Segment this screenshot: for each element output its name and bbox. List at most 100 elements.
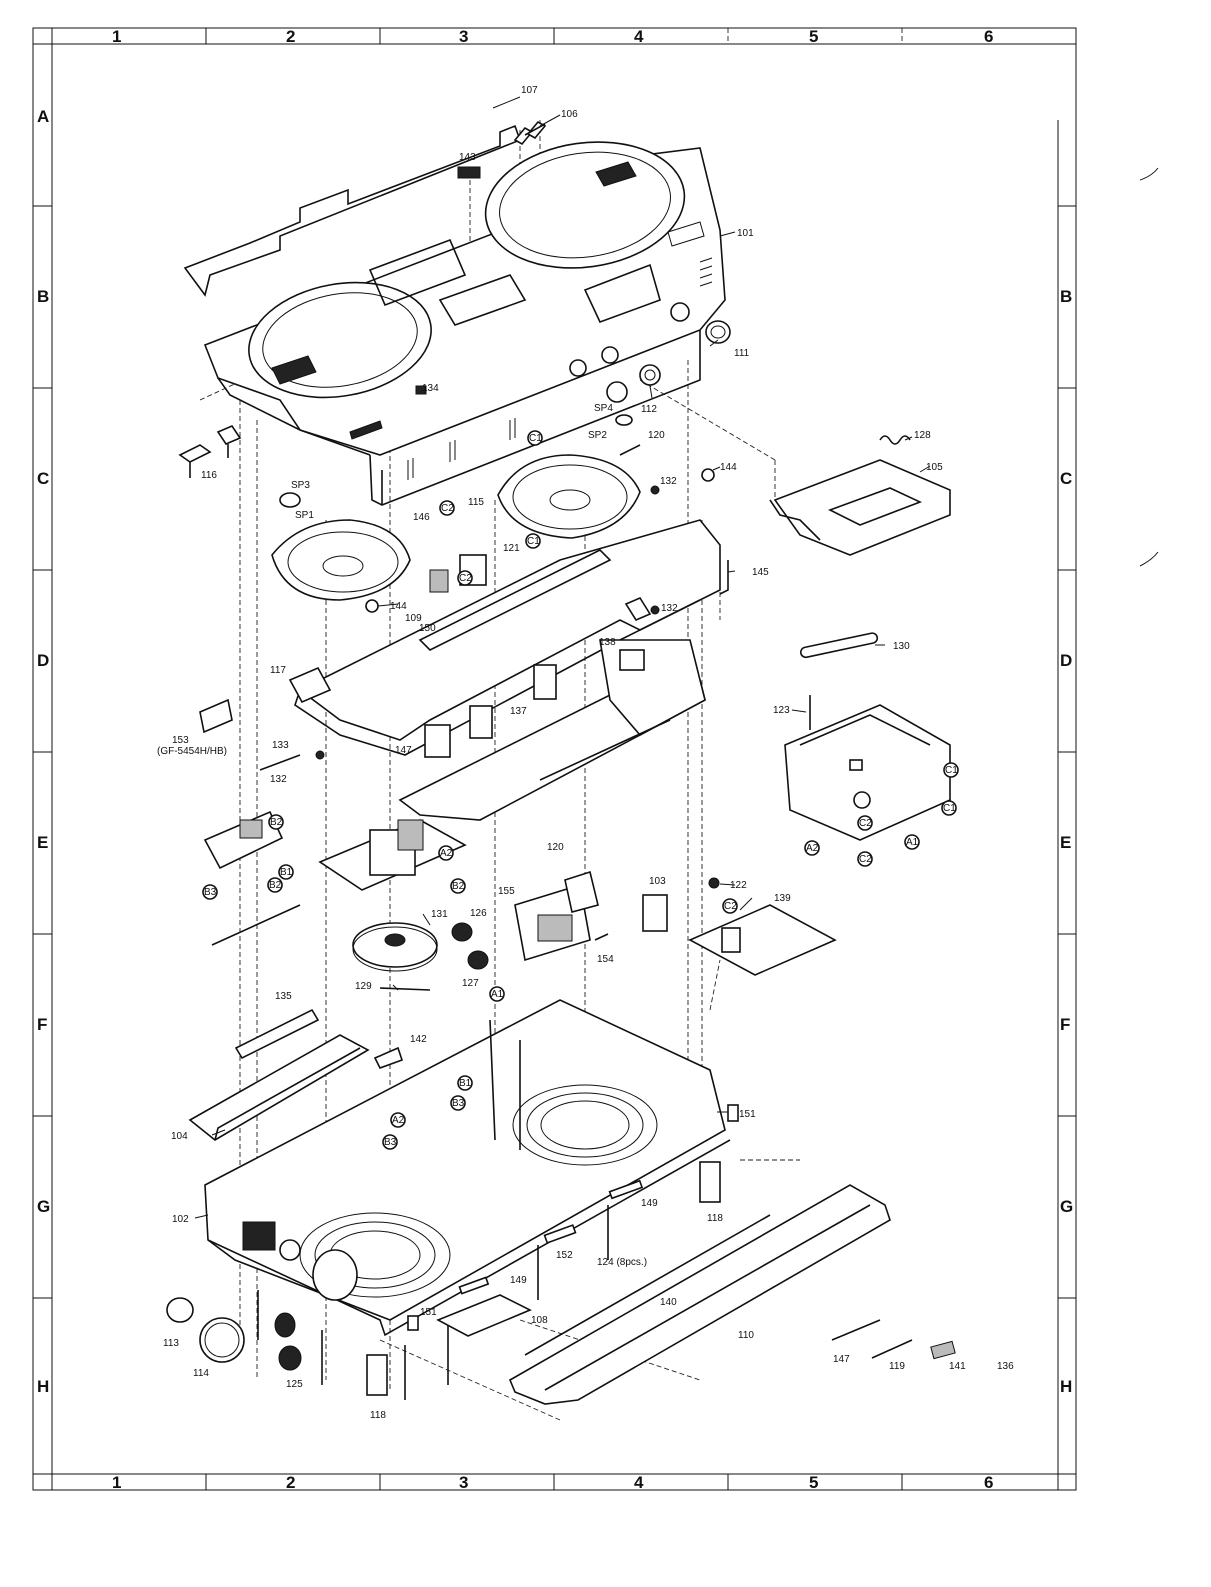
knob-113 [166,1297,194,1323]
bracket-145 [719,560,729,595]
row-label-left-e: E [37,833,48,852]
col-label-bottom-6: 6 [984,1473,993,1492]
label-116: 116 [201,470,217,481]
pot-144-mid [365,599,379,613]
label-109: 109 [405,613,422,624]
label-138: 138 [599,637,616,648]
label-143: 143 [459,152,476,163]
marker-c1d: C1 [941,800,957,816]
label-142: 142 [410,1034,427,1045]
svg-text:A2: A2 [806,843,819,854]
label-147-low: 147 [833,1354,850,1365]
drawing-frame [32,27,1077,1491]
row-label-left-c: C [37,469,49,488]
small-speaker-sp4 [615,414,633,426]
label-101: 101 [737,228,754,239]
margin-mark [1139,167,1159,181]
block-141 [930,1340,956,1360]
gear-126 [451,922,473,942]
svg-text:A2: A2 [440,848,453,859]
svg-text:C2: C2 [459,573,472,584]
cassette-mechanism-right [784,704,951,841]
label-141: 141 [949,1361,966,1372]
label-123: 123 [773,705,790,716]
label-137: 137 [510,706,527,717]
label-sp3: SP3 [291,480,310,491]
marker-a1a: A1 [904,834,920,850]
marker-b1a: B1 [278,864,294,880]
flywheel-131 [352,922,438,972]
switch-board-left [203,810,284,870]
battery-door-104 [188,1034,370,1141]
row-label-left-b: B [37,287,49,306]
label-119: 119 [889,1361,905,1372]
marker-c1c: C1 [943,762,959,778]
marker-a1b: A1 [489,986,505,1002]
label-132-low: 132 [270,774,287,785]
label-144-top: 144 [720,462,737,473]
marker-c2d: C2 [857,851,873,867]
row-label-right-g: G [1060,1197,1073,1216]
marker-a2c: A2 [390,1112,406,1128]
grid-labels: 1 2 3 4 5 6 1 2 3 4 5 6 A B C D E F G H … [37,27,1073,1492]
shaft-129 [379,987,431,991]
row-label-right-d: D [1060,651,1072,670]
connector-markers: C1 C2 C1 C2 C1 C1 C2 A1 A2 C2 C2 B2 B1 B… [202,430,959,1150]
label-135: 135 [275,991,292,1002]
col-label-top-3: 3 [459,27,468,46]
small-knob-134 [415,385,427,395]
label-146: 146 [413,512,430,523]
label-153: 153 [172,735,189,746]
label-140: 140 [660,1297,677,1308]
svg-text:A2: A2 [392,1115,405,1126]
marker-b2b: B2 [267,877,283,893]
threaded-rod [211,904,301,946]
svg-text:C1: C1 [529,433,542,444]
svg-text:C2: C2 [724,901,737,912]
row-label-left-a: A [37,107,49,126]
label-149-mid: 149 [510,1275,527,1286]
label-129: 129 [355,981,372,992]
label-128: 128 [914,430,931,441]
row-label-right-h: H [1060,1377,1072,1396]
label-102: 102 [172,1214,189,1225]
spring-128 [879,435,911,445]
marker-a2a: A2 [804,840,820,856]
label-115: 115 [468,497,484,508]
label-sp2: SP2 [588,430,607,441]
label-151-low: 151 [420,1307,437,1318]
knob-111 [705,320,731,344]
row-label-right-e: E [1060,833,1071,852]
jack-118-right [699,1161,721,1203]
label-149-right: 149 [641,1198,658,1209]
screw-132c [315,750,325,760]
col-label-top-4: 4 [634,27,644,46]
label-152: 152 [556,1250,573,1261]
label-120-top: 120 [648,430,665,441]
springs-125 [274,1312,302,1371]
label-155: 155 [498,886,515,897]
marker-b1b: B1 [457,1075,473,1091]
label-117: 117 [270,665,286,676]
margin-mark [1139,551,1159,567]
label-132-top: 132 [660,476,677,487]
row-label-left-f: F [37,1015,47,1034]
clip-142 [373,1046,404,1069]
label-sp4: SP4 [594,403,613,414]
small-block-143 [457,166,481,179]
label-144-mid: 144 [390,601,407,612]
shaft-133 [259,754,301,771]
part-labels: 107 106 143 101 111 112 SP4 134 SP2 120 … [157,85,1014,1421]
speaker-sp2 [497,454,641,539]
part-151a [727,1104,739,1122]
svg-text:B3: B3 [384,1137,397,1148]
label-132-mid: 132 [661,603,678,614]
marker-b2c: B2 [450,878,466,894]
label-145: 145 [752,567,769,578]
long-screws-124 [257,1205,609,1400]
gear-127 [467,950,489,970]
part-151b [407,1315,419,1331]
svg-text:B1: B1 [280,867,293,878]
label-111: 111 [734,348,750,359]
label-151-right: 151 [739,1109,756,1120]
